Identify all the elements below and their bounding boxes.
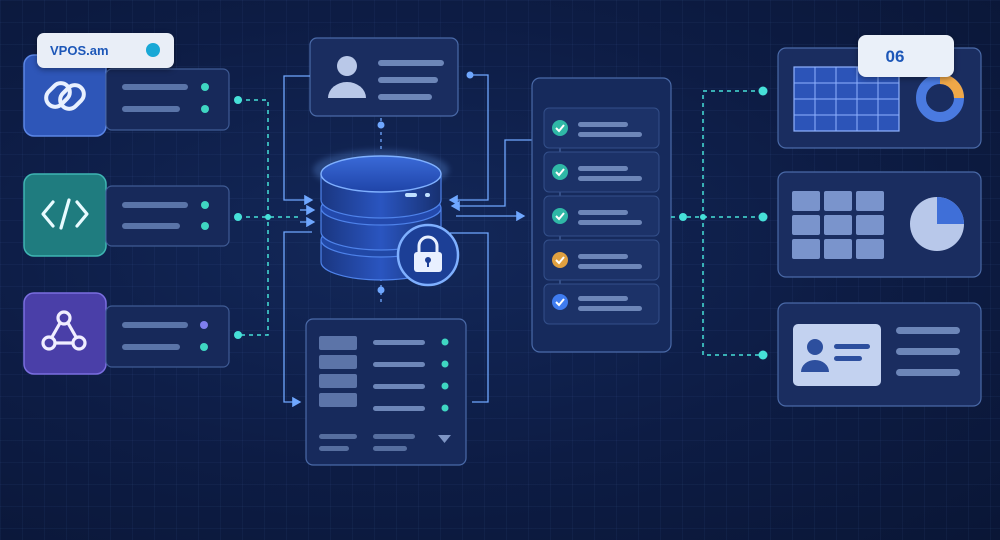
output-connectors [671,90,763,356]
status-dot [201,222,209,230]
link-source-card [105,68,230,131]
status-dot [200,343,208,351]
code-source-card [105,185,230,247]
watermark-dot [146,43,160,57]
donut-chart-icon [916,74,964,122]
validation-checklist-panel [531,77,672,353]
link-icon [44,81,86,111]
status-dot [201,105,209,113]
user-icon [328,56,366,98]
user-profile-card [309,37,459,117]
webhook-icon [41,310,87,351]
checklist-item [543,239,660,281]
lock-icon [396,223,460,287]
source-link [23,54,230,137]
webhook-source-tile [23,292,107,375]
checklist-item [543,107,660,149]
status-dot [200,321,208,329]
webhook-source-card [105,305,230,368]
pie-chart-icon [910,197,964,251]
checklist-item [543,283,660,325]
status-dot [201,201,209,209]
dropdown-arrow-icon [438,435,451,443]
output-dashboard-card [777,171,982,278]
code-icon [41,198,89,230]
watermark-badge: VPOS.am [37,33,174,68]
watermark-text: VPOS.am [50,43,109,58]
source-code [23,173,230,257]
checklist-item [543,195,660,237]
source-webhook [23,292,230,375]
records-table-card [305,318,467,466]
output-profile-card [777,302,982,407]
id-card-user-icon [801,339,829,372]
slide-number-badge: 06 [858,35,954,77]
checklist-item [543,151,660,193]
slide-number: 06 [885,47,905,66]
status-dot [201,83,209,91]
